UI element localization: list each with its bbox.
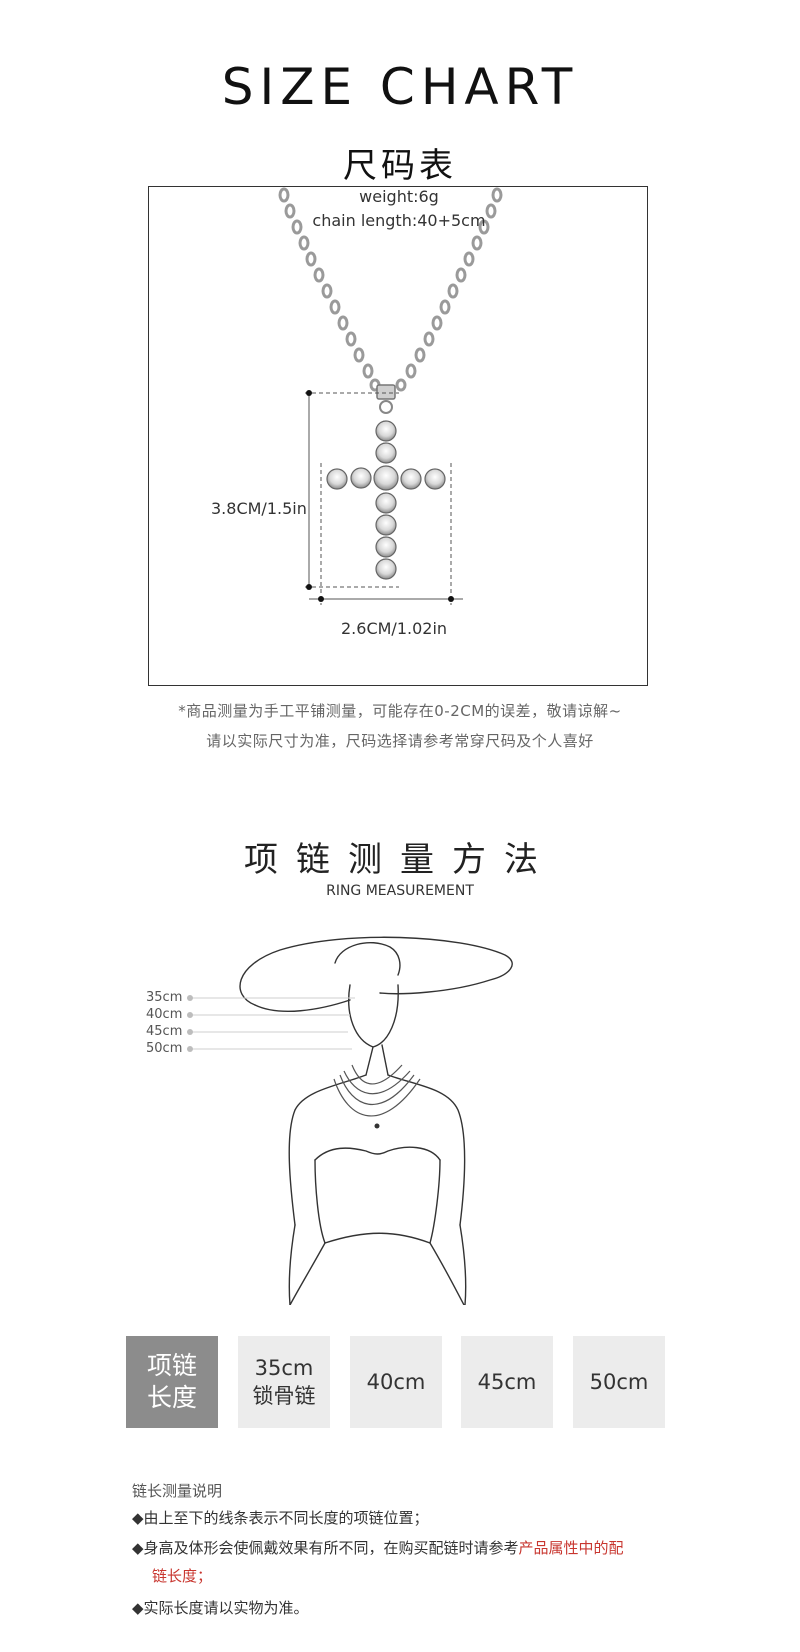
instruction-bullet-2: ◆身高及体形会使佩戴效果有所不同，在购买配链时请参考产品属性中的配 链长度； <box>132 1534 732 1590</box>
length-label-35: 35cm <box>146 990 183 1005</box>
header-tile-line1: 项链 <box>146 1351 197 1380</box>
length-tile-40: 40cm <box>350 1336 442 1428</box>
measurement-section-subtitle: RING MEASUREMENT <box>326 883 474 899</box>
measurement-disclaimer: *商品测量为手工平铺测量，可能存在0-2CM的误差，敬请谅解~ <box>178 702 622 720</box>
instruction-bullet-2-highlight: 产品属性中的配 <box>518 1539 624 1557</box>
length-label-45: 45cm <box>146 1024 183 1039</box>
cross-gems <box>326 420 446 580</box>
tile-35-name: 锁骨链 <box>252 1384 316 1408</box>
chain-right <box>395 187 503 392</box>
instruction-bullet-1: ◆由上至下的线条表示不同长度的项链位置； <box>132 1509 429 1527</box>
measurement-section-title: 项链测量方法 <box>244 840 556 880</box>
size-chart-title-zh: 尺码表 <box>343 146 457 186</box>
necklace-length-figure: 35cm 40cm 45cm 50cm <box>130 925 570 1306</box>
width-dimension-label: 2.6CM/1.02in <box>341 619 448 638</box>
chain-length-spec: chain length:40+5cm <box>312 211 486 230</box>
instruction-bullet-2-highlight-cont: 链长度； <box>152 1567 213 1585</box>
pendant-bail <box>376 384 396 400</box>
woman-with-hat-illustration <box>187 936 513 1306</box>
length-tile-50: 50cm <box>573 1336 665 1428</box>
instruction-bullet-2-text: ◆身高及体形会使佩戴效果有所不同，在购买配链时请参考 <box>132 1539 519 1557</box>
height-dimension-label: 3.8CM/1.5in <box>211 499 307 518</box>
header-tile-line2: 长度 <box>146 1383 197 1412</box>
instruction-bullet-3: ◆实际长度请以实物为准。 <box>132 1599 309 1617</box>
tile-35-value: 35cm <box>254 1356 314 1380</box>
necklace-length-header-tile: 项链 长度 <box>126 1336 218 1428</box>
cross-pendant-illustration <box>278 187 503 605</box>
length-label-40: 40cm <box>146 1007 183 1022</box>
dimension-dots <box>306 390 454 602</box>
length-tile-35: 35cm 锁骨链 <box>238 1336 330 1428</box>
dimension-lines <box>305 392 463 605</box>
instructions-title: 链长测量说明 <box>132 1482 223 1500</box>
length-tile-45: 45cm <box>461 1336 553 1428</box>
weight-spec: weight:6g <box>359 187 439 206</box>
size-advice: 请以实际尺寸为准，尺码选择请参考常穿尺码及个人喜好 <box>206 732 594 750</box>
length-label-50: 50cm <box>146 1041 183 1056</box>
size-chart-title: SIZE CHART <box>221 58 579 116</box>
product-image-frame: weight:6g chain length:40+5cm 3.8CM/1.5i… <box>148 186 648 686</box>
